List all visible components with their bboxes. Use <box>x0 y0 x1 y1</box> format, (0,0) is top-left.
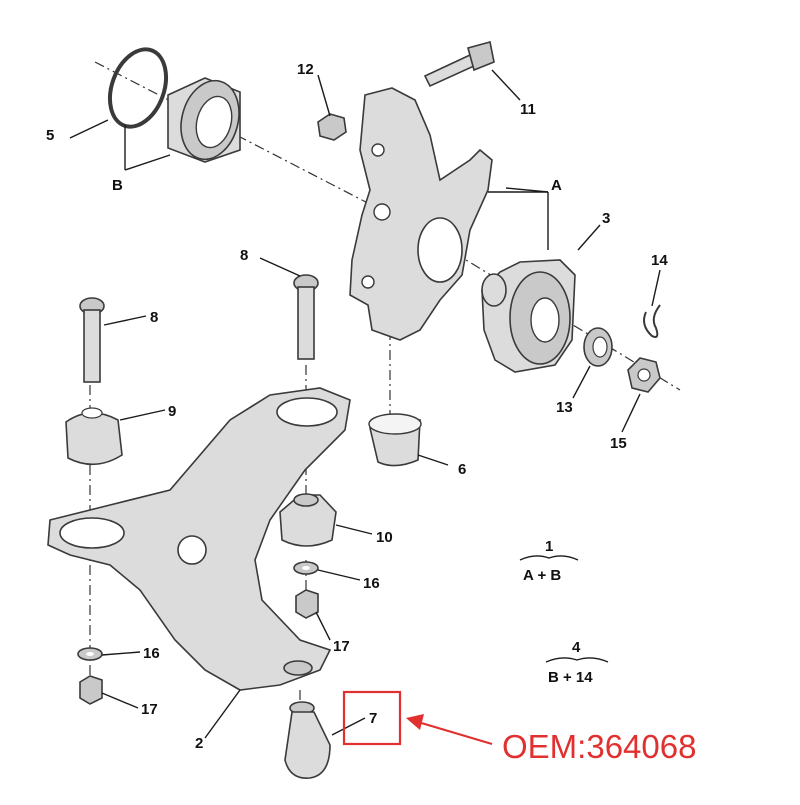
ball-joint-7-part <box>284 701 331 779</box>
callout-16-center: 16 <box>363 575 380 592</box>
red-arrow-icon <box>406 714 493 746</box>
callout-11: 11 <box>520 101 536 118</box>
mount-10-part <box>279 493 337 547</box>
snap-ring-part <box>107 47 169 129</box>
callout-A: A <box>551 177 562 194</box>
kit-4-number: 4 <box>572 639 581 656</box>
callout-B: B <box>112 177 123 194</box>
highlight-box <box>342 690 402 746</box>
callout-12: 12 <box>297 61 314 78</box>
bushing-9-part <box>65 407 123 466</box>
callout-17-center: 17 <box>333 638 350 655</box>
steering-knuckle-part <box>349 87 493 341</box>
callout-2: 2 <box>195 735 203 752</box>
callout-14: 14 <box>651 252 668 269</box>
bolt-8-center-part <box>293 274 319 360</box>
kit-1-parts: A + B <box>523 567 561 584</box>
wheel-hub-part <box>481 259 576 373</box>
callout-7: 7 <box>369 710 377 727</box>
callout-16-left: 16 <box>143 645 160 662</box>
castle-nut-15-part <box>627 357 661 393</box>
callout-5: 5 <box>46 127 54 144</box>
wheel-bearing-part <box>167 77 241 163</box>
oem-number-label: OEM:364068 <box>502 728 696 765</box>
callout-10: 10 <box>376 529 393 546</box>
callout-8-left: 8 <box>150 309 158 326</box>
callout-15: 15 <box>610 435 627 452</box>
nut-12-part <box>317 113 347 141</box>
kit-4-parts: B + 14 <box>548 669 593 686</box>
seal-13-part <box>583 327 613 367</box>
lower-control-arm-part <box>47 387 351 691</box>
callout-6: 6 <box>458 461 466 478</box>
washer-16-left-part <box>77 647 103 661</box>
washer-16-center-part <box>293 561 319 575</box>
bolt-8-left-part <box>79 297 105 383</box>
sleeve-6-part <box>368 413 422 467</box>
callout-17-left: 17 <box>141 701 158 718</box>
kit-4-legend: 4 B + 14 <box>545 639 609 686</box>
bolt-11-part <box>423 41 495 88</box>
leader-lines <box>69 69 661 739</box>
callout-8-center: 8 <box>240 247 248 264</box>
split-pin-14-part <box>643 304 661 338</box>
callout-9: 9 <box>168 403 176 420</box>
kit-1-number: 1 <box>545 538 553 555</box>
callout-13: 13 <box>556 399 573 416</box>
kit-1-legend: 1 A + B <box>519 538 579 584</box>
callout-3: 3 <box>602 210 610 227</box>
nut-17-center-part <box>295 589 319 619</box>
nut-17-left-part <box>79 675 103 705</box>
